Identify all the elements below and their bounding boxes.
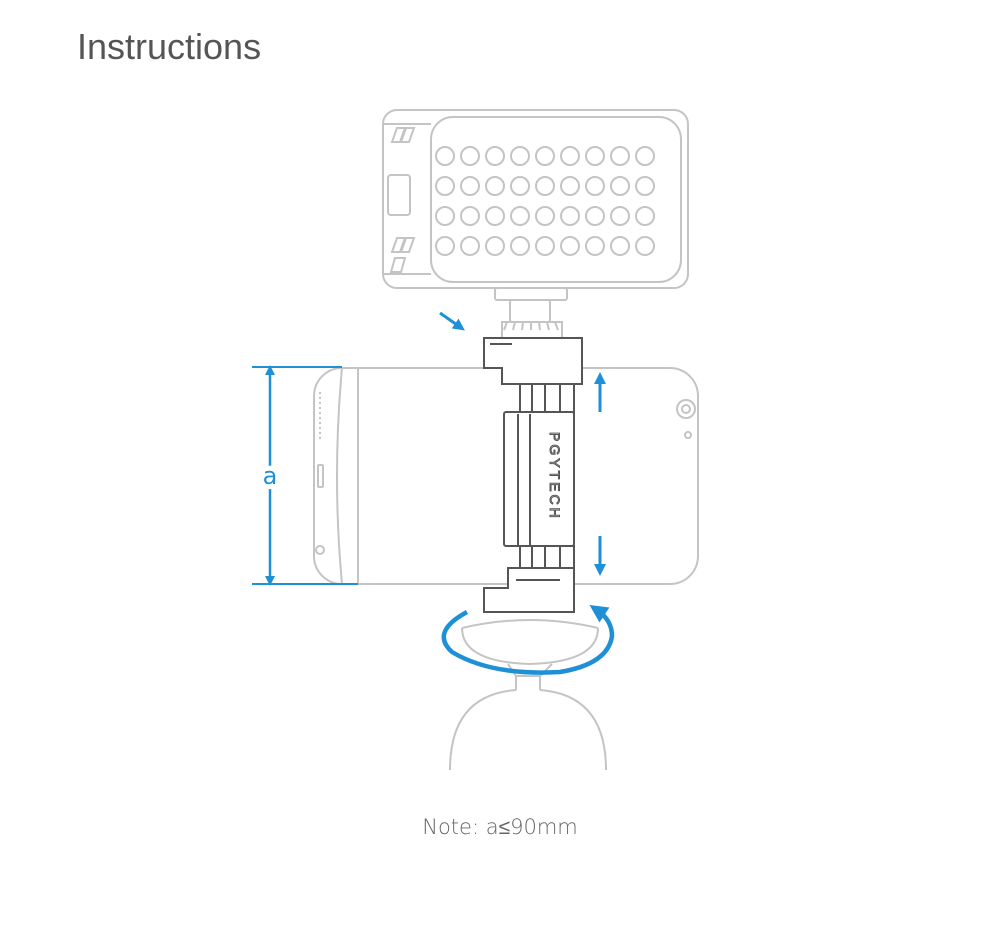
led-dot xyxy=(585,146,605,166)
led-dot xyxy=(610,146,630,166)
led-dot xyxy=(435,146,455,166)
led-dot xyxy=(460,206,480,226)
led-dot xyxy=(460,176,480,196)
led-dot xyxy=(435,236,455,256)
led-dot xyxy=(510,236,530,256)
led-dot xyxy=(610,236,630,256)
led-dot xyxy=(485,236,505,256)
led-dot xyxy=(435,176,455,196)
led-dot xyxy=(460,236,480,256)
led-dot xyxy=(610,206,630,226)
led-dot xyxy=(535,236,555,256)
led-dot xyxy=(560,206,580,226)
arrow-down-right-icon xyxy=(439,311,465,331)
led-dot xyxy=(610,176,630,196)
led-dot xyxy=(560,146,580,166)
led-dot xyxy=(585,176,605,196)
ball-head xyxy=(449,619,607,771)
page-title: Instructions xyxy=(77,26,262,67)
led-dot xyxy=(635,236,655,256)
rotate-arrow-icon xyxy=(441,605,615,675)
led-dot xyxy=(460,146,480,166)
led-dot xyxy=(510,146,530,166)
led-dot xyxy=(535,176,555,196)
led-dot xyxy=(585,206,605,226)
dimension-label: a xyxy=(263,462,278,490)
led-dot xyxy=(635,206,655,226)
led-dot xyxy=(635,146,655,166)
led-dot xyxy=(485,146,505,166)
dimension-line xyxy=(252,365,358,586)
led-dot xyxy=(560,236,580,256)
led-dot xyxy=(510,176,530,196)
brand-label: PGYTECH xyxy=(547,432,563,521)
led-dot xyxy=(635,176,655,196)
led-dot xyxy=(535,206,555,226)
led-dot xyxy=(510,206,530,226)
led-dot xyxy=(560,176,580,196)
led-dot xyxy=(585,236,605,256)
size-note: Note: a≤90mm xyxy=(422,815,578,839)
led-light-panel xyxy=(382,109,689,289)
led-array xyxy=(435,146,655,256)
mount-knob xyxy=(494,287,568,341)
led-dot xyxy=(485,206,505,226)
led-dot xyxy=(435,206,455,226)
led-dot xyxy=(535,146,555,166)
phone-clamp xyxy=(483,337,583,613)
led-dot xyxy=(485,176,505,196)
